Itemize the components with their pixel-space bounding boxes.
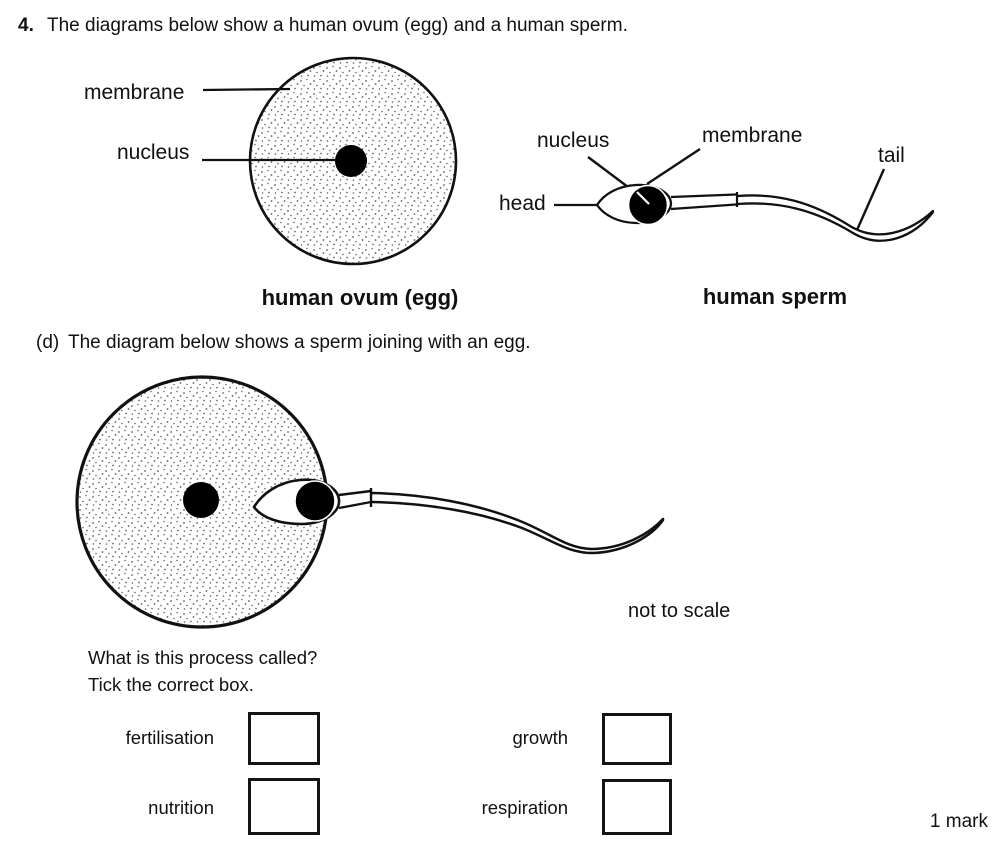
- sperm-diagram: [554, 147, 935, 242]
- prompt-line-2: Tick the correct box.: [88, 674, 254, 695]
- sperm-midpiece-bottom: [670, 203, 737, 211]
- sperm-tail-leader-line: [855, 168, 886, 231]
- checkbox-nutrition[interactable]: [248, 778, 320, 835]
- sperm-membrane-label: membrane: [702, 124, 803, 147]
- membrane-leader-line: [202, 87, 291, 92]
- question-text: The diagrams below show a human ovum (eg…: [47, 15, 628, 36]
- sperm-caption: human sperm: [702, 284, 848, 309]
- fusion-tail-bottom: [370, 500, 665, 555]
- ovum-nucleus-dot: [335, 145, 367, 177]
- option-label-fertilisation: fertilisation: [125, 727, 214, 748]
- option-label-growth: growth: [512, 727, 568, 748]
- sperm-midpiece-top: [670, 193, 737, 199]
- ovum-diagram: [202, 56, 458, 266]
- ovum-membrane-label: membrane: [84, 81, 185, 104]
- sperm-membrane-leader-line: [646, 147, 701, 186]
- fusion-egg-nucleus-dot: [183, 482, 219, 518]
- option-label-respiration: respiration: [481, 797, 568, 818]
- fusion-midpiece-top: [338, 489, 372, 497]
- fusion-midpiece-bottom: [338, 500, 372, 510]
- sperm-nucleus-label: nucleus: [537, 129, 610, 152]
- sperm-nucleus-dot: [627, 184, 669, 226]
- checkbox-fertilisation[interactable]: [248, 712, 320, 765]
- part-d-label: (d): [36, 332, 60, 353]
- fusion-tail-top: [370, 491, 665, 551]
- option-label-nutrition: nutrition: [148, 797, 214, 818]
- fusion-sperm-nucleus-dot: [294, 480, 336, 522]
- sperm-nucleus-leader-notch: [636, 191, 650, 205]
- sperm-tail-top: [736, 194, 935, 236]
- sperm-head-label: head: [499, 192, 546, 215]
- not-to-scale-note: not to scale: [628, 600, 731, 622]
- mark-allocation: 1 mark: [929, 811, 988, 832]
- prompt-line-1: What is this process called?: [88, 647, 318, 668]
- ovum-nucleus-label: nucleus: [117, 141, 190, 164]
- fusion-diagram: [75, 375, 665, 629]
- question-number: 4.: [18, 15, 34, 36]
- checkbox-respiration[interactable]: [602, 779, 672, 835]
- checkbox-growth[interactable]: [602, 713, 672, 765]
- sperm-tail-bottom: [736, 202, 935, 242]
- ovum-caption: human ovum (egg): [261, 285, 459, 310]
- part-d-text: The diagram below shows a sperm joining …: [68, 332, 531, 353]
- sperm-tail-label: tail: [878, 144, 905, 167]
